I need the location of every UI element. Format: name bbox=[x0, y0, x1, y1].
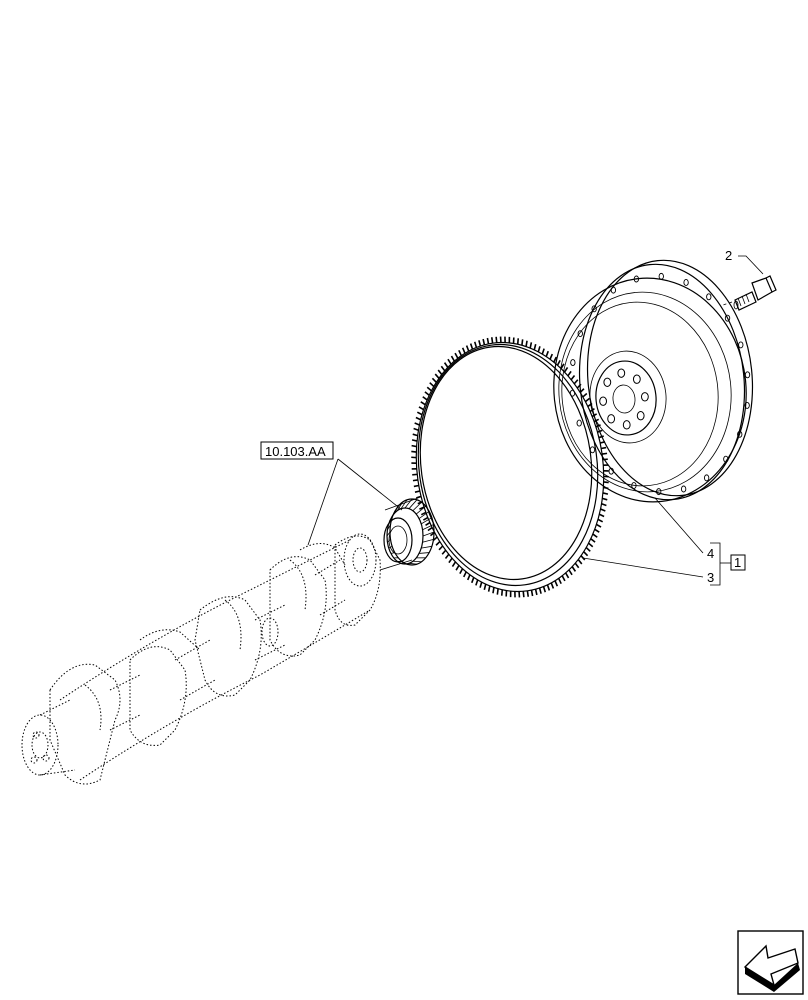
crankshaft-gear bbox=[379, 497, 435, 571]
ring-gear bbox=[411, 336, 609, 598]
callout-item-ring-gear[interactable]: 3 bbox=[707, 570, 714, 585]
callout-ref-assembly[interactable]: 10.103.AA bbox=[260, 441, 334, 460]
leader-lines bbox=[307, 255, 764, 586]
callout-group-ref-label: 1 bbox=[734, 555, 741, 570]
callout-group-ref[interactable]: 1 bbox=[730, 554, 746, 571]
callout-ref-assembly-label: 10.103.AA bbox=[265, 444, 326, 459]
flywheel bbox=[553, 259, 754, 503]
crankshaft bbox=[21, 533, 381, 785]
arrow-back-icon[interactable] bbox=[737, 930, 804, 995]
flywheel-bolt bbox=[733, 275, 777, 311]
callout-item-bolt[interactable]: 2 bbox=[725, 248, 732, 263]
callout-item-flywheel[interactable]: 4 bbox=[707, 546, 714, 561]
